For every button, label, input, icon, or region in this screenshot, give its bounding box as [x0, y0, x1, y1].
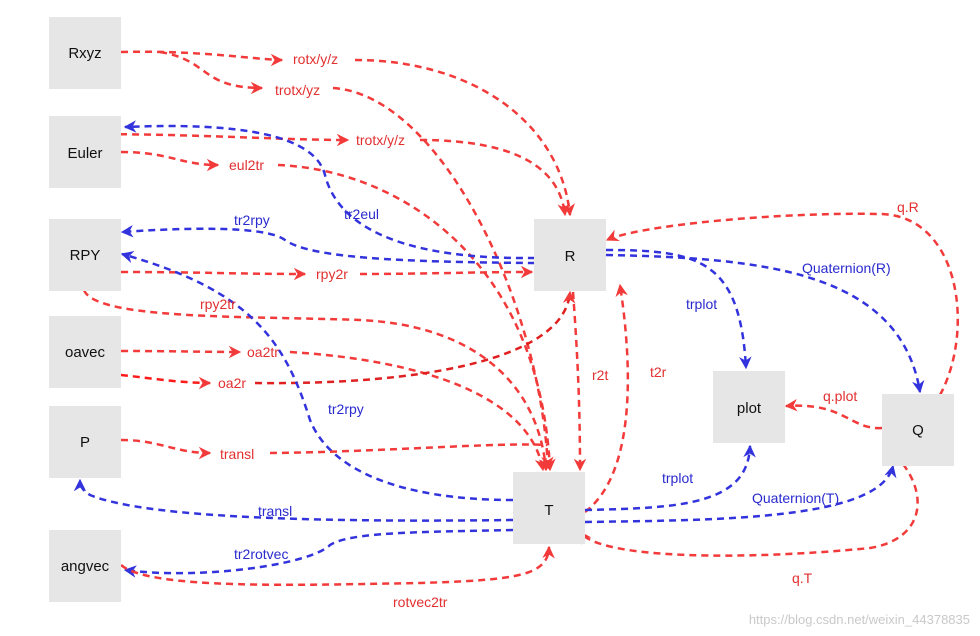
edge-angvec-rotvec2tr-t	[120, 545, 555, 587]
edge-t-tr2rpy-rpy	[120, 251, 514, 502]
label-oa2r: oa2r	[218, 375, 246, 391]
label-trotxyz-2: trotx/y/z	[356, 132, 405, 148]
label-t2r: t2r	[650, 364, 667, 380]
label-eul2tr: eul2tr	[229, 157, 264, 173]
edge-r-tr2eul-euler	[123, 120, 536, 260]
edge-oavec-oa2tr-t	[120, 345, 548, 472]
label-quaternion-t: Quaternion(T)	[752, 490, 839, 506]
node-rxyz-label: Rxyz	[68, 45, 101, 62]
label-tr2rpy-2: tr2rpy	[328, 401, 364, 417]
label-rotxyz: rotx/y/z	[293, 51, 338, 67]
edge-r-quaternion-q	[605, 253, 925, 394]
edge-p-transl-t	[120, 438, 548, 460]
label-rotvec2tr: rotvec2tr	[393, 594, 448, 610]
label-qplot: q.plot	[823, 388, 857, 404]
edge-r-r2t-t	[571, 291, 587, 472]
node-angvec: angvec	[49, 530, 121, 602]
node-q: Q	[882, 394, 954, 466]
edge-t-t2r-r	[584, 283, 630, 513]
node-q-label: Q	[912, 422, 924, 439]
label-rpy2r: rpy2r	[316, 266, 348, 282]
edge-q-qt-t	[578, 463, 919, 557]
label-qt: q.T	[792, 570, 813, 586]
label-rpy2tr: rpy2tr	[200, 296, 236, 312]
label-oa2tr: oa2tr	[247, 344, 279, 360]
label-tr2eul: tr2eul	[344, 206, 379, 222]
label-trplot-1: trplot	[686, 296, 717, 312]
edge-rpy-rpy2tr-t	[82, 289, 552, 472]
watermark-text: https://blog.csdn.net/weixin_44378835	[749, 612, 970, 627]
edge-q-qplot-plot	[784, 399, 883, 430]
label-trplot-2: trplot	[662, 470, 693, 486]
node-plot-label: plot	[737, 400, 762, 417]
edge-q-qr-r	[605, 212, 959, 396]
node-rpy: RPY	[49, 219, 121, 291]
node-r: R	[534, 219, 606, 291]
label-quaternion-r: Quaternion(R)	[802, 260, 891, 276]
node-rxyz: Rxyz	[49, 17, 121, 89]
node-p: P	[49, 406, 121, 478]
edge-euler-trotxyz-r	[83, 132, 570, 217]
label-qr: q.R	[897, 199, 919, 215]
edge-oavec-oa2r-r	[120, 290, 576, 390]
node-angvec-label: angvec	[61, 558, 110, 575]
label-transl-1: transl	[220, 446, 254, 462]
node-oavec-label: oavec	[65, 344, 106, 361]
edge-t-tr2rotvec-angvec	[123, 528, 514, 578]
node-t-label: T	[544, 502, 553, 519]
edge-t-quaternion-q	[584, 464, 897, 524]
edge-t-transl-p	[73, 478, 514, 522]
edge-rxyz-rotxyz-r	[120, 50, 576, 217]
node-euler-label: Euler	[67, 145, 102, 162]
label-trotxyz-1: trotx/yz	[275, 82, 320, 98]
node-euler: Euler	[49, 116, 121, 188]
node-plot: plot	[713, 371, 785, 443]
node-oavec: oavec	[49, 316, 121, 388]
label-transl-2: transl	[258, 503, 292, 519]
node-r-label: R	[565, 248, 576, 265]
node-rpy-label: RPY	[70, 247, 101, 264]
label-r2t: r2t	[592, 367, 608, 383]
label-tr2rotvec: tr2rotvec	[234, 546, 288, 562]
label-tr2rpy-1: tr2rpy	[234, 212, 270, 228]
node-t: T	[513, 472, 585, 544]
node-p-label: P	[80, 434, 90, 451]
edge-rxyz-trotxyz-t	[159, 50, 554, 470]
edge-rpy-rpy2r-r	[120, 265, 534, 281]
edge-r-tr2rpy-rpy	[120, 224, 536, 265]
edge-euler-eul2tr-t	[120, 150, 556, 472]
